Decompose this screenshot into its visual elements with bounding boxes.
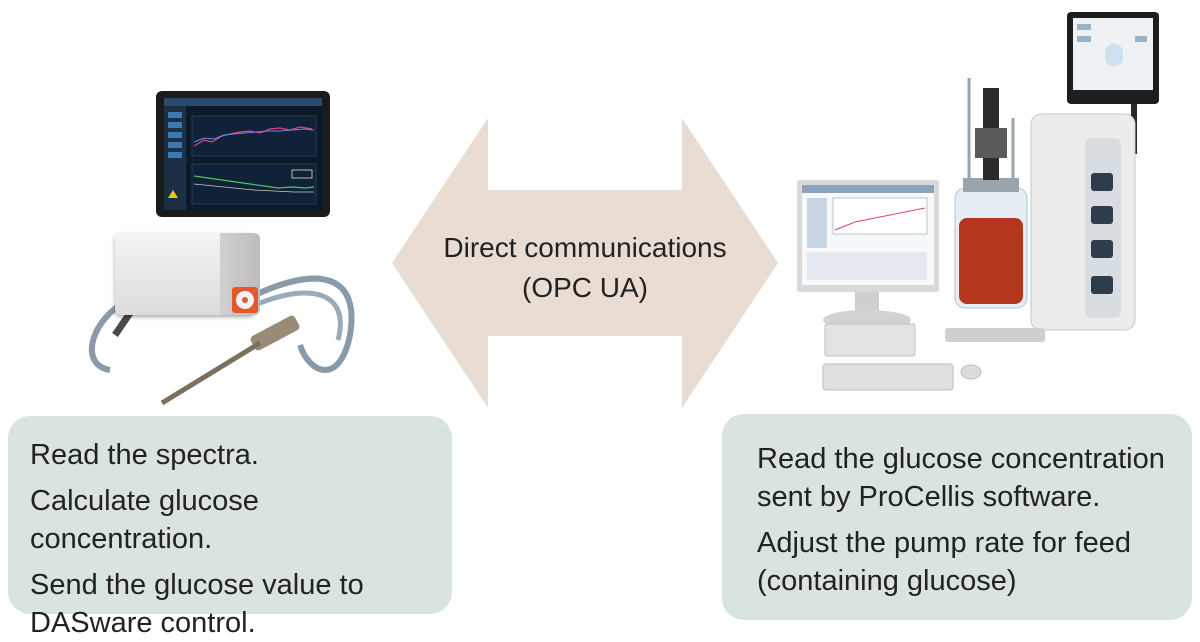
panel-right-line-1: Read the glucose concentration sent by P… xyxy=(757,443,1165,513)
bioreactor-tasks-panel: Read the glucose concentration sent by P… xyxy=(722,414,1192,620)
bioreactor-system-illustration xyxy=(795,8,1190,400)
spectra-graph-icon xyxy=(164,98,322,210)
double-arrow-icon xyxy=(392,118,778,408)
arrow-label: Direct communications (OPC UA) xyxy=(392,228,778,308)
arrow-label-line1: Direct communications xyxy=(443,232,727,263)
tablet-screen xyxy=(164,98,322,210)
arrow-label-line2: (OPC UA) xyxy=(522,272,648,303)
spectrometer-tasks-panel: Read the spectra. Calculate glucose conc… xyxy=(8,416,452,639)
panel-right-line-2: Adjust the pump rate for feed (containin… xyxy=(757,527,1131,597)
panel-left-line-1: Read the spectra. xyxy=(30,439,259,471)
probe-cable-icon xyxy=(89,275,355,406)
panel-left-line-3: Send the glucose value to DASware contro… xyxy=(30,569,364,639)
tablet xyxy=(156,91,330,217)
panel-left-line-2: Calculate glucose concentration. xyxy=(30,485,259,555)
fan-icon xyxy=(232,287,258,313)
bioreactor-icon xyxy=(797,12,1159,391)
spectrometer-device-illustration xyxy=(70,85,390,415)
